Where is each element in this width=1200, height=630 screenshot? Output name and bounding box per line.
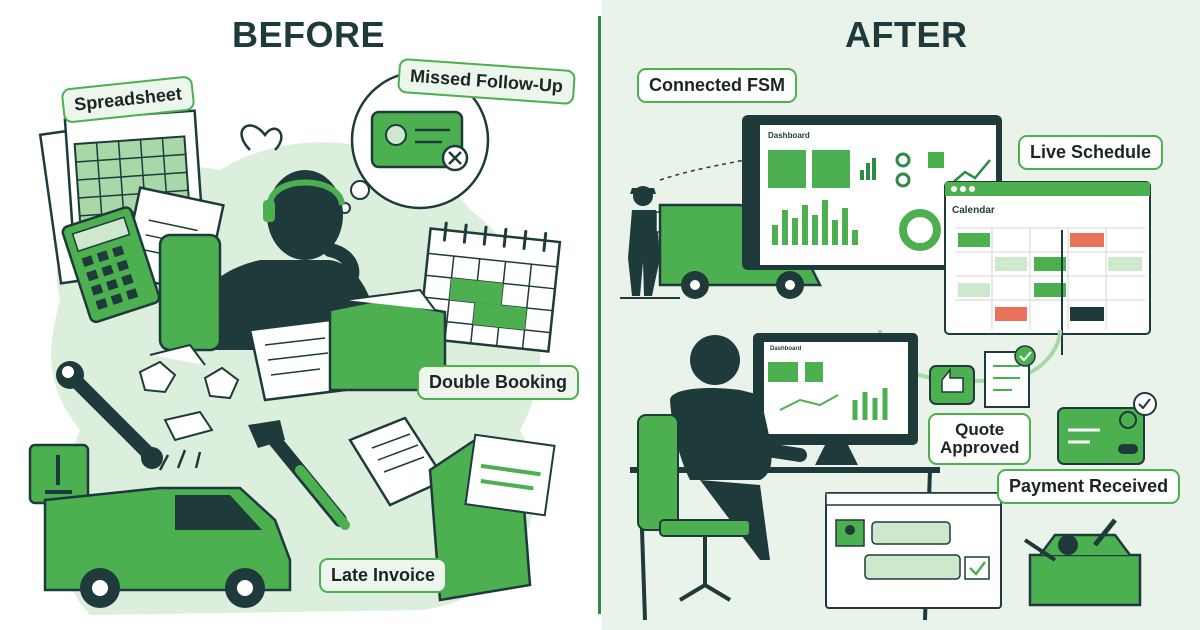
wrench-icon — [56, 361, 163, 469]
connected-fsm-label: Connected FSM — [637, 68, 798, 103]
welding-icon — [28, 443, 90, 505]
pipe-wrench-icon — [248, 420, 350, 530]
quote-approved-label: Quote Approved — [928, 413, 1032, 465]
after-heading: AFTER — [845, 14, 968, 55]
double-booking-label: Double Booking — [417, 365, 579, 400]
before-heading: BEFORE — [232, 14, 386, 55]
calendar-window — [944, 181, 1151, 355]
invoice-papers — [348, 416, 556, 602]
thought-bubble — [339, 70, 490, 214]
toolbox-icon — [1023, 518, 1142, 607]
thumbs-up-icon — [929, 365, 975, 405]
payment-received-label: Payment Received — [997, 469, 1181, 504]
panel-divider — [598, 16, 601, 614]
calendar-title: Calendar — [952, 205, 995, 216]
dashboard-title: Dashboard — [768, 131, 810, 140]
late-invoice-label: Late Invoice — [319, 558, 448, 593]
quote-approved-line1: Quote — [955, 420, 1005, 439]
chat-window — [825, 492, 1002, 609]
headset-icon — [267, 179, 345, 206]
quote-document — [984, 345, 1036, 408]
checkmark-icon — [1014, 345, 1036, 367]
small-dashboard-title: Dashboard — [770, 346, 802, 352]
quote-approved-line2: Approved — [940, 437, 1020, 457]
credit-card-icon — [1057, 392, 1157, 465]
van-icon — [43, 449, 292, 608]
live-schedule-label: Live Schedule — [1018, 135, 1164, 170]
calculator-icon — [61, 206, 161, 324]
crumpled-paper — [138, 343, 240, 442]
calendar-icon — [417, 221, 562, 353]
folder-icon — [328, 288, 447, 392]
